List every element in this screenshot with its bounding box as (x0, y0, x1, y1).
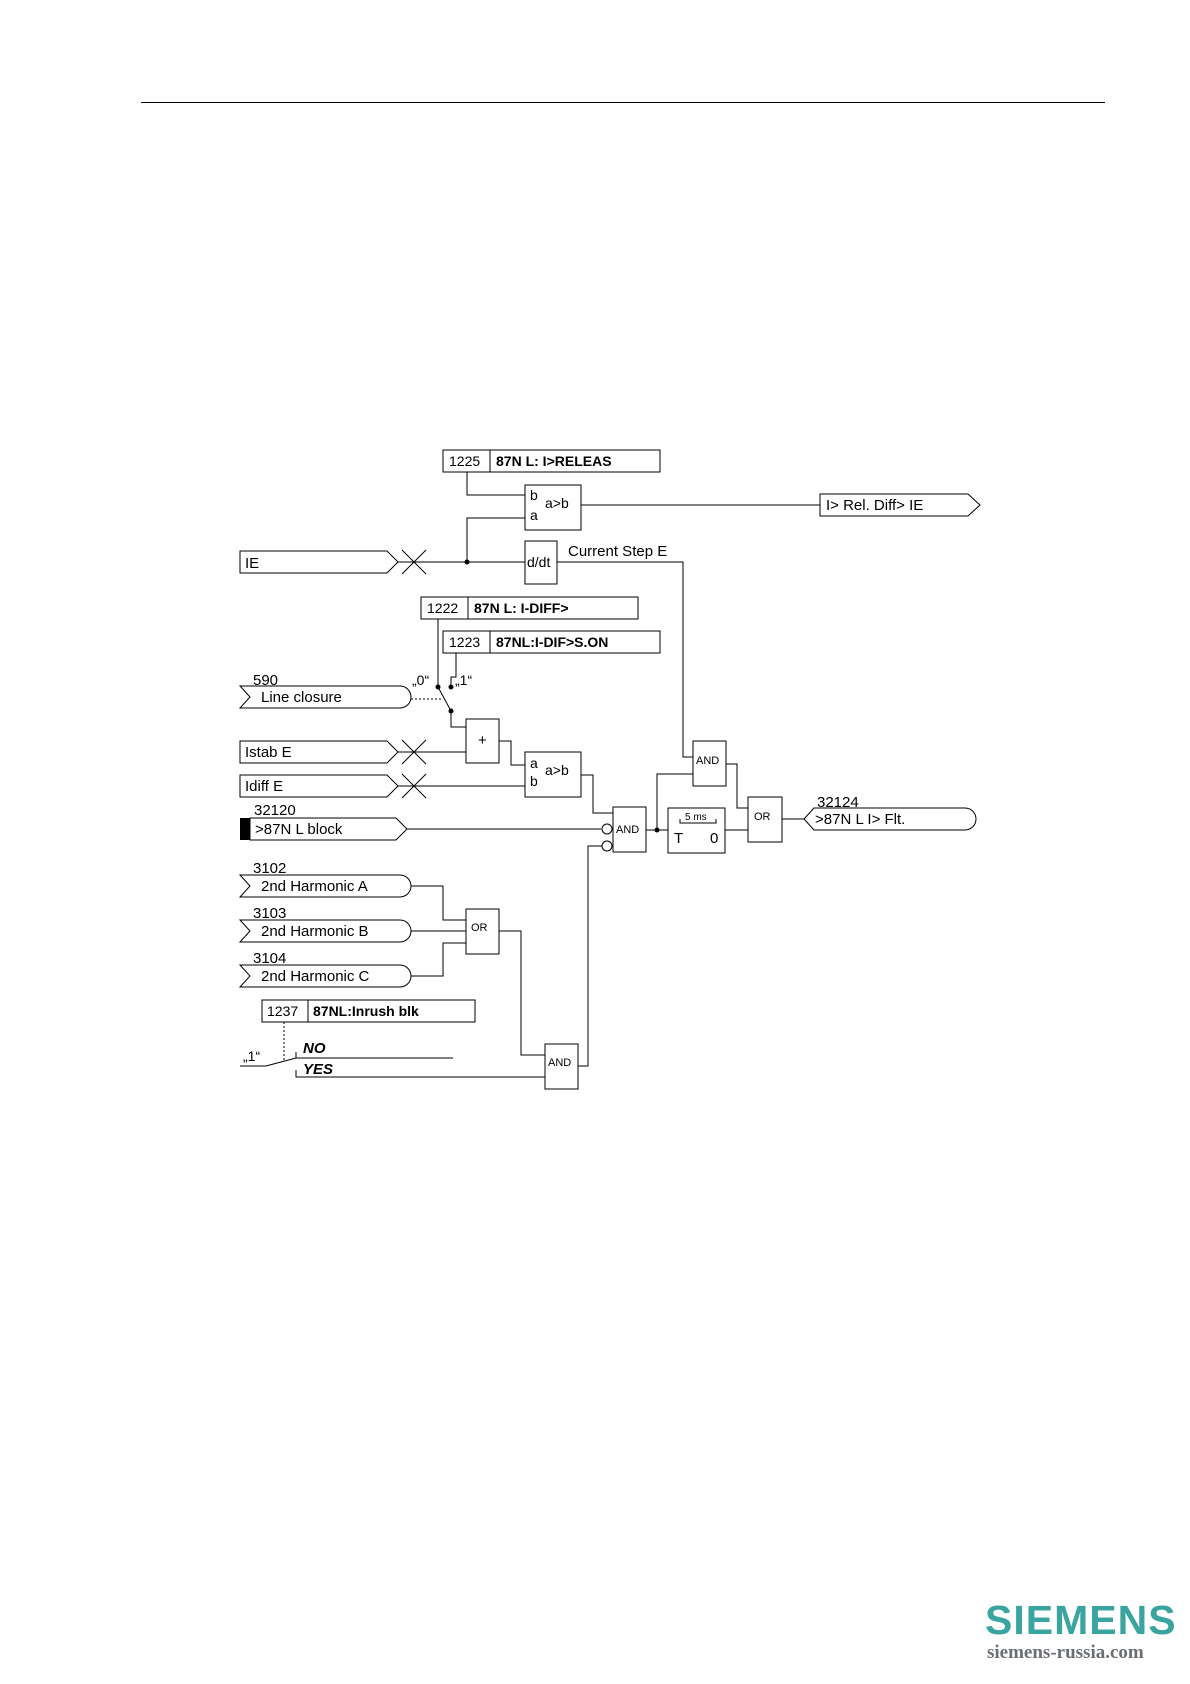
input-idiff-label: Idiff E (245, 778, 283, 795)
input-harm-b-num: 3103 (253, 905, 286, 922)
output-rel-diff: I> Rel. Diff> IE (819, 493, 981, 517)
param-1237-num: 1237 (267, 1003, 298, 1019)
param-1223-num: 1223 (449, 634, 480, 650)
logo-wordmark: SIEMENS (985, 1597, 1177, 1643)
switch-1-label: „1“ (455, 672, 472, 688)
ddt-label: d/dt (527, 554, 550, 570)
cmp1-a: a (530, 507, 538, 523)
input-istab-label: Istab E (245, 744, 292, 761)
or-output-label: OR (754, 811, 771, 823)
param-1225-num: 1225 (449, 453, 480, 469)
timer-t: T (674, 830, 683, 847)
junction-ie (464, 559, 470, 565)
timer-ms: 5 ms (685, 812, 707, 823)
and-gate-step: AND (692, 740, 727, 787)
ddt-block: d/dt (524, 540, 558, 585)
plus-label: + (478, 732, 487, 749)
cmp2-b: b (530, 773, 538, 789)
output-rel-diff-label: I> Rel. Diff> IE (826, 497, 923, 514)
header-rule (141, 102, 1105, 103)
inverter-inrush (601, 840, 613, 852)
comparator-release: b a>b a (524, 484, 582, 531)
param-1237-label: 87NL:Inrush blk (313, 1003, 419, 1019)
input-harmonic-b: 3103 2nd Harmonic B (238, 905, 412, 943)
input-idiff: Idiff E (239, 774, 399, 798)
comparator-diff: a a>b b (524, 751, 582, 798)
input-line-closure-num: 590 (253, 672, 278, 689)
timer-block: 5 ms T 0 (667, 807, 726, 854)
and-main-label: AND (616, 824, 639, 836)
input-harm-c-num: 3104 (253, 950, 286, 967)
param-1222-num: 1222 (427, 600, 458, 616)
selector-inrush: „1“ NO YES (240, 1040, 545, 1078)
and-step-label: AND (696, 755, 719, 767)
cmp1-op: a>b (545, 495, 569, 511)
current-step-label: Current Step E (568, 543, 667, 560)
param-1222: 1222 87N L: I-DIFF> (420, 596, 639, 620)
input-harm-b-label: 2nd Harmonic B (261, 923, 369, 940)
cross-ie (401, 549, 427, 575)
param-1225-label: 87N L: I>RELEAS (496, 453, 612, 469)
input-harm-a-num: 3102 (253, 860, 286, 877)
input-block: 32120 >87N L block (240, 802, 408, 841)
cross-istab (401, 739, 427, 765)
and-gate-inrush: AND (544, 1043, 579, 1090)
input-istab: Istab E (239, 740, 399, 764)
param-1223-label: 87NL:I-DIF>S.ON (496, 634, 608, 650)
input-line-closure: 590 Line closure (238, 672, 412, 709)
input-harmonic-c: 3104 2nd Harmonic C (238, 950, 412, 988)
cross-idiff (401, 773, 427, 799)
selector-yes-label: YES (303, 1061, 333, 1078)
param-1237: 1237 87NL:Inrush blk (261, 999, 476, 1023)
or-gate-harmonic: OR (465, 908, 500, 955)
input-block-label: >87N L block (255, 821, 343, 838)
selector-no-label: NO (303, 1040, 326, 1057)
and-inrush-label: AND (548, 1057, 571, 1069)
input-harm-a-label: 2nd Harmonic A (261, 878, 368, 895)
or-harmonic-label: OR (471, 922, 488, 934)
cmp2-a: a (530, 755, 538, 771)
output-flt-label: >87N L I> Flt. (815, 811, 905, 828)
logo-site-url: siemens-russia.com (987, 1642, 1144, 1663)
output-flt: 32124 >87N L I> Flt. (803, 794, 977, 831)
input-line-closure-label: Line closure (261, 689, 342, 706)
plus-block: + (465, 718, 500, 764)
param-1222-label: 87N L: I-DIFF> (474, 600, 569, 616)
and-gate-main: AND (601, 806, 647, 853)
switch-line-closure: „0“ „1“ (412, 672, 472, 714)
inverter-block (601, 823, 613, 835)
input-ie: IE (239, 550, 399, 574)
param-1223: 1223 87NL:I-DIF>S.ON (442, 630, 661, 654)
cmp2-op: a>b (545, 762, 569, 778)
siemens-logo: SIEMENS siemens-russia.com (985, 1598, 1190, 1664)
input-block-num: 32120 (254, 802, 296, 819)
output-flt-num: 32124 (817, 794, 859, 811)
selector-const-label: „1“ (243, 1048, 260, 1064)
or-gate-output: OR (747, 796, 783, 843)
input-ie-label: IE (245, 555, 259, 572)
input-harm-c-label: 2nd Harmonic C (261, 968, 370, 985)
switch-0-label: „0“ (412, 672, 429, 688)
cmp1-b: b (530, 487, 538, 503)
timer-0: 0 (710, 830, 718, 847)
input-harmonic-a: 3102 2nd Harmonic A (238, 860, 412, 898)
param-1225: 1225 87N L: I>RELEAS (442, 449, 661, 473)
